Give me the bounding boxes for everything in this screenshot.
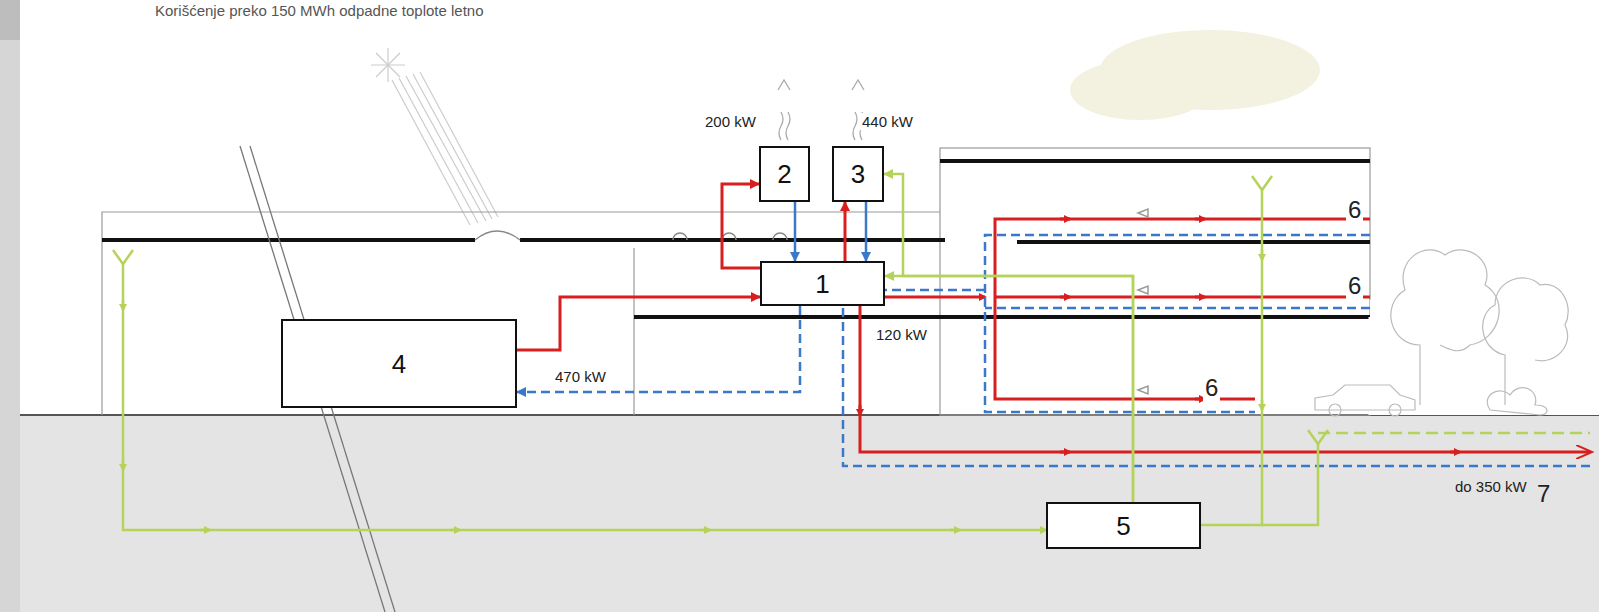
callout-number: 5 [1116,513,1130,539]
callout-number: 3 [851,161,865,187]
callout-number: 7 [1535,480,1552,508]
flow-pipe [865,202,868,261]
flow-pipe [885,276,1133,502]
component-box: 2 [759,146,810,202]
flow-pipe [844,202,847,261]
power-label: 470 kW [553,368,608,385]
component-box: 3 [832,146,884,202]
power-label: do 350 kW [1453,478,1529,495]
component-box: 5 [1046,502,1201,549]
component-box: 4 [281,319,517,408]
callout-number: 6 [1203,374,1220,402]
flow-pipe [722,184,760,268]
callout-number: 6 [1346,196,1363,224]
component-box: 1 [760,261,885,306]
callout-number: 2 [777,161,791,187]
flow-pipe [517,297,760,350]
power-label: 200 kW [703,113,758,130]
flow-pipe [517,306,800,392]
heading-text: Korišćenje preko 150 MWh odpadne toplote… [155,2,484,19]
flow-pipe [794,202,797,261]
callout-number: 6 [1346,272,1363,300]
power-label: 440 kW [860,113,915,130]
power-label: 120 kW [874,326,929,343]
callout-number: 1 [815,271,829,297]
callout-number: 4 [392,351,406,377]
